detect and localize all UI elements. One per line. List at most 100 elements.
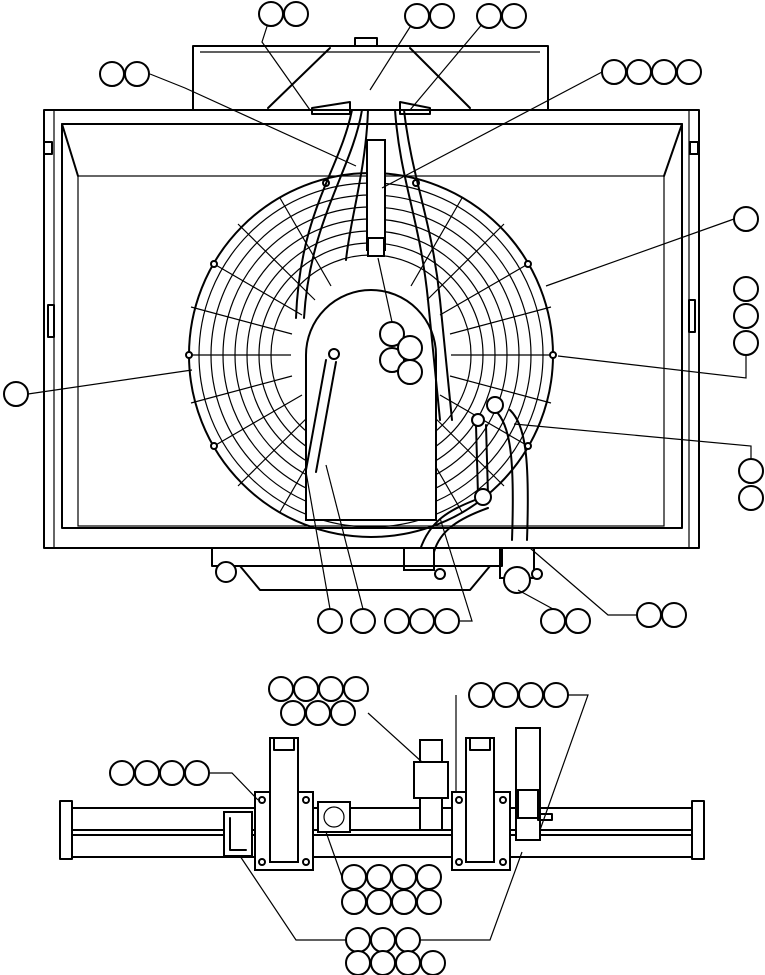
upper-tank — [192, 37, 549, 111]
callout-bubble — [733, 276, 759, 302]
callout-bubble — [345, 950, 371, 975]
callout-bubble — [540, 608, 566, 634]
callout-bubble — [379, 321, 405, 347]
callout-bottom-3 — [384, 608, 460, 634]
callout-bubble — [733, 330, 759, 356]
callout-bubble — [109, 760, 135, 786]
callout-bubble — [601, 59, 627, 85]
callout-bubble — [293, 676, 319, 702]
fan-opening — [305, 289, 437, 521]
callout-bubble — [134, 760, 160, 786]
callout-bubble — [3, 381, 29, 407]
callout-upper-right — [601, 59, 702, 85]
fan-guard-spokes — [189, 197, 553, 513]
callout-bubble — [404, 3, 430, 29]
callout-bubble — [345, 927, 371, 953]
callout-bubble — [468, 682, 494, 708]
callout-bubbles — [3, 1, 764, 975]
callout-bubble — [429, 3, 455, 29]
callout-bubble — [350, 608, 376, 634]
right-pipes — [403, 396, 535, 594]
callout-bubble — [268, 676, 294, 702]
callout-bubble — [258, 1, 284, 27]
callout-bubble — [379, 347, 405, 373]
callout-bubble — [370, 927, 396, 953]
bottom-view — [59, 727, 705, 871]
callout-bubble — [518, 682, 544, 708]
callout-lower-a — [268, 676, 369, 726]
callout-bubble — [420, 950, 446, 975]
callout-top-center — [404, 3, 455, 29]
center-pipe — [317, 739, 449, 833]
callout-bubble — [676, 59, 702, 85]
callout-right-stack-2 — [738, 458, 764, 511]
callout-bubble — [391, 864, 417, 890]
callout-bottom-2 — [350, 608, 376, 634]
callout-bubble — [395, 927, 421, 953]
callout-bubble — [626, 59, 652, 85]
callout-bubble — [501, 3, 527, 29]
callout-bubble — [341, 889, 367, 915]
callout-bubble — [493, 682, 519, 708]
callout-bubble — [565, 608, 591, 634]
callout-bubble — [317, 608, 343, 634]
callout-bubble — [280, 700, 306, 726]
right-bracket — [451, 737, 511, 871]
right-riser — [515, 727, 553, 841]
callout-bubble — [370, 950, 396, 975]
callout-lower-d — [341, 864, 442, 915]
left-pipe — [305, 348, 340, 473]
callout-lower-c — [109, 760, 210, 786]
callout-center-inside — [379, 321, 423, 385]
callout-right-1 — [733, 206, 759, 232]
callout-bubble — [636, 602, 662, 628]
callout-bubble — [124, 61, 150, 87]
callout-bubble — [305, 700, 331, 726]
top-view — [43, 37, 700, 594]
callout-top-right — [476, 3, 527, 29]
callout-bottom-5 — [636, 602, 687, 628]
callout-bubble — [738, 485, 764, 511]
callout-bubble — [159, 760, 185, 786]
leader-lines — [27, 13, 752, 941]
callout-bubble — [733, 206, 759, 232]
callout-bubble — [416, 889, 442, 915]
callout-bubble — [733, 303, 759, 329]
callout-lower-e — [345, 927, 446, 975]
callout-bubble — [318, 676, 344, 702]
callout-bubble — [738, 458, 764, 484]
callout-bubble — [283, 1, 309, 27]
lower-mount — [211, 547, 543, 591]
callout-bubble — [434, 608, 460, 634]
callout-bubble — [395, 950, 421, 975]
callout-bubble — [99, 61, 125, 87]
callout-top-left-a — [258, 1, 309, 27]
callout-bubble — [366, 889, 392, 915]
callout-bubble — [661, 602, 687, 628]
left-elbow — [223, 811, 253, 857]
left-bracket — [254, 737, 314, 871]
callout-bubble — [330, 700, 356, 726]
hoses — [295, 101, 453, 421]
callout-left-1 — [3, 381, 29, 407]
callout-bubble — [341, 864, 367, 890]
callout-bubble — [384, 608, 410, 634]
callout-bubble — [409, 608, 435, 634]
cross-rail — [59, 800, 705, 860]
callout-bubble — [391, 889, 417, 915]
callout-bubble — [543, 682, 569, 708]
callout-bubble — [366, 864, 392, 890]
callout-right-stack-3 — [733, 276, 759, 356]
callout-bubble — [651, 59, 677, 85]
callout-bubble — [476, 3, 502, 29]
callout-bubble — [184, 760, 210, 786]
callout-bottom-4 — [540, 608, 591, 634]
callout-upper-left — [99, 61, 150, 87]
callout-lower-b — [468, 682, 569, 708]
callout-bubble — [397, 335, 423, 361]
callout-bottom-1 — [317, 608, 343, 634]
callout-bubble — [343, 676, 369, 702]
callout-bubble — [397, 359, 423, 385]
callout-bubble — [416, 864, 442, 890]
